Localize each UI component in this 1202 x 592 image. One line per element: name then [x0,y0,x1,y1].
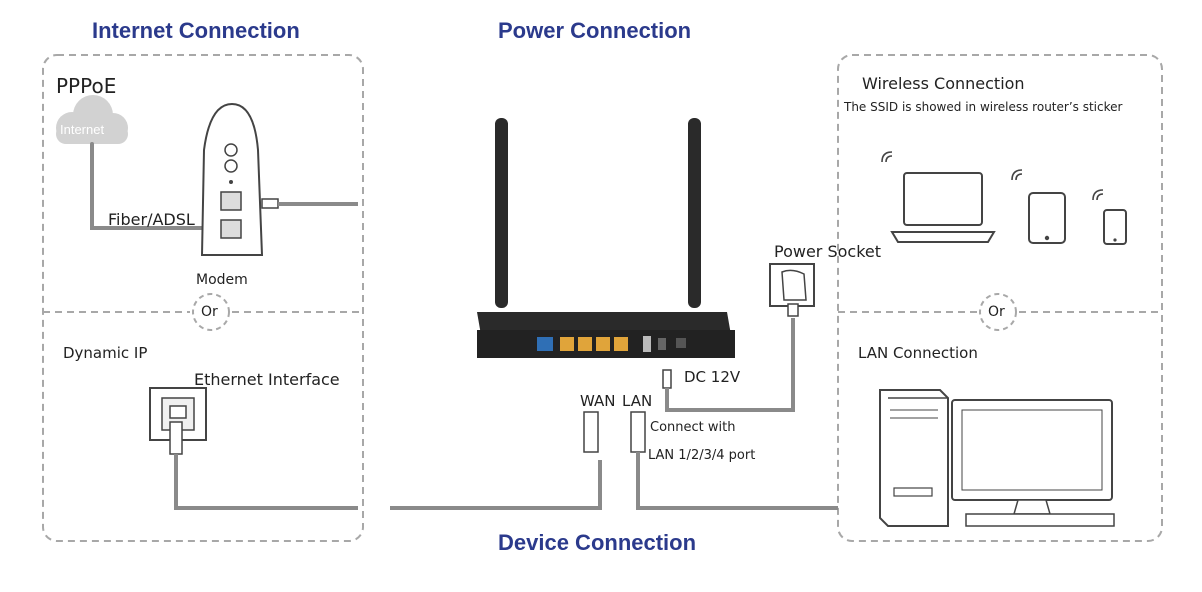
lan-port-2 [578,337,592,351]
lan-cable [636,452,838,510]
internet-connection-heading: Internet Connection [92,18,300,43]
ethernet-interface-label: Ethernet Interface [194,370,340,389]
lan-port-3 [596,337,610,351]
or-label-left: Or [201,304,218,320]
router-icon [477,312,735,358]
dc-port [676,338,686,348]
wifi-icon-tablet [1011,169,1023,181]
lan-port-1 [560,337,574,351]
modem-label: Modem [196,272,248,288]
wan-cable [390,460,602,510]
wan-plug-icon [583,411,599,453]
or-circle-right [979,293,1017,331]
ethernet-cable [174,454,358,510]
ethernet-plug-icon [169,421,183,455]
wifi-icon-laptop [881,151,893,163]
antenna-left [495,118,508,308]
power-socket-label: Power Socket [774,242,882,261]
usb-port [643,336,651,352]
wireless-connection-label: Wireless Connection [862,74,1025,93]
power-connection-heading: Power Connection [498,18,692,43]
ssid-note-label: The SSID is showed in wireless router’s … [844,100,1123,114]
lan-label: LAN [622,392,653,410]
antenna-right [688,118,701,308]
dc-plug-icon [662,369,672,389]
desktop-tower-icon [879,389,949,527]
ethernet-interface-icon [149,387,207,441]
power-button [658,338,666,350]
power-cable [665,318,795,412]
internet-cloud-icon [56,95,128,144]
phone-icon [1103,209,1127,245]
lan-connection-label: LAN Connection [858,344,978,362]
fiber-cable [90,142,228,230]
internet-panel [42,54,364,542]
or-circle-left [192,293,230,331]
pppoe-label: PPPoE [56,74,117,98]
modem-plug-icon [261,198,279,209]
dc-12v-label: DC 12V [684,368,741,386]
lan-port-4 [614,337,628,351]
power-socket-icon [769,263,815,317]
fiber-adsl-label: Fiber/ADSL [108,210,195,229]
lan-ports-label: LAN 1/2/3/4 port [648,448,756,463]
connect-with-label: Connect with [650,420,736,435]
dynamic-ip-label: Dynamic IP [63,344,148,362]
internet-cloud-label: Internet [60,122,105,137]
tablet-icon [1028,192,1066,244]
lan-plug-icon [630,411,646,453]
wifi-icon-phone [1092,189,1104,201]
monitor-icon [951,399,1115,527]
device-connection-heading: Device Connection [498,530,697,555]
wan-port [537,337,553,351]
or-label-right: Or [988,304,1005,320]
wan-label: WAN [580,392,616,410]
laptop-icon [890,172,996,243]
client-panel [837,54,1163,542]
modem-icon [200,102,264,256]
